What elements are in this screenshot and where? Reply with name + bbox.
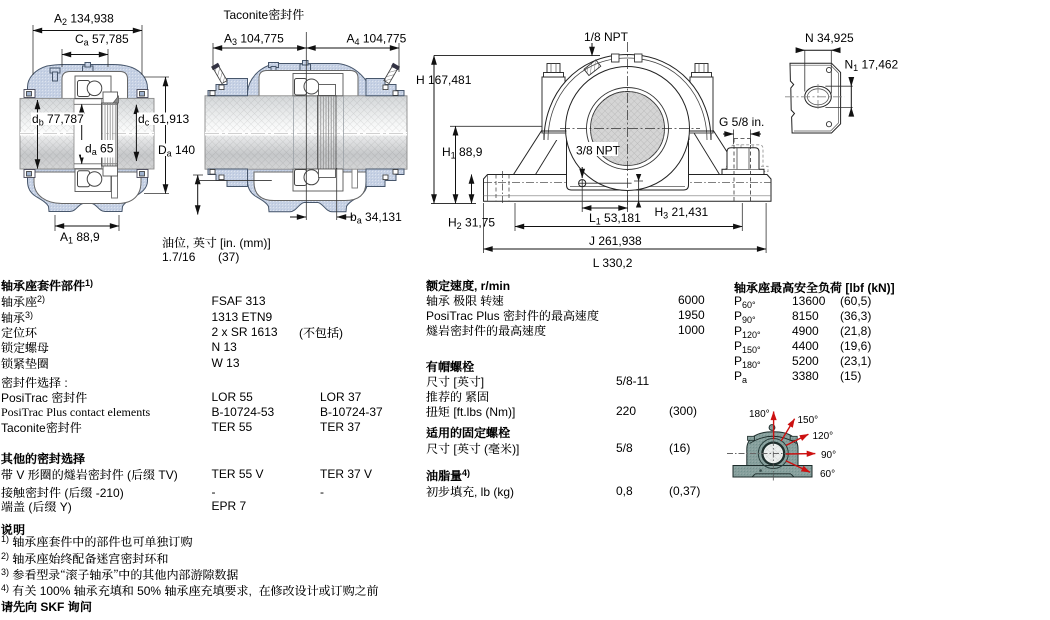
svg-text:db 77,787: db 77,787 [32,112,84,128]
svg-text:ba 34,131: ba 34,131 [350,210,402,226]
svg-text:J 261,938: J 261,938 [589,234,642,248]
svg-text:H 167,481: H 167,481 [416,73,472,87]
svg-text:A4 104,775: A4 104,775 [347,32,407,48]
svg-text:A1 88,9: A1 88,9 [60,230,100,246]
svg-text:H2 31,75: H2 31,75 [448,216,495,232]
svg-text:Ca 57,785: Ca 57,785 [75,32,129,48]
svg-text:L1 53,181: L1 53,181 [589,211,641,227]
svg-text:H1 88,9: H1 88,9 [442,145,483,161]
svg-text:dc 61,913: dc 61,913 [138,112,190,128]
svg-text:G 5/8 in.: G 5/8 in. [719,115,764,129]
svg-text:1/8 NPT: 1/8 NPT [584,30,629,44]
svg-text:Da 140: Da 140 [158,143,195,159]
svg-text:A2 134,938: A2 134,938 [54,12,114,28]
svg-text:A3 104,775: A3 104,775 [224,32,284,48]
svg-text:N 34,925: N 34,925 [805,31,854,45]
svg-text:L 330,2: L 330,2 [593,256,633,270]
svg-text:da 65: da 65 [85,142,114,158]
svg-text:N1 17,462: N1 17,462 [845,58,899,74]
svg-text:H3 21,431: H3 21,431 [655,205,709,221]
svg-text:3/8 NPT: 3/8 NPT [576,144,621,158]
